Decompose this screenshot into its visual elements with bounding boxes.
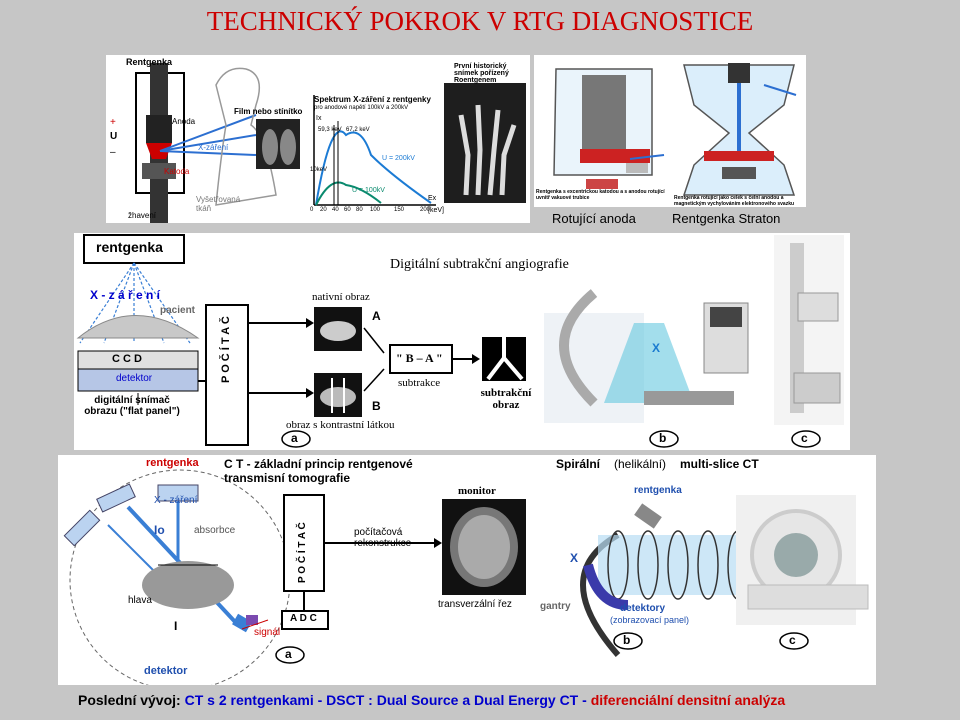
ct-panel: rentgenka C T - základní princip rentgen…	[58, 455, 876, 685]
badge-a: a	[285, 647, 292, 661]
x-label: X	[652, 341, 661, 355]
badge-b: b	[659, 431, 667, 445]
rotating-note: Rentgenka s excentrickou katodou a s ano…	[536, 189, 665, 201]
monitor-label: monitor	[458, 485, 496, 497]
u-label: U	[110, 131, 118, 142]
film-label: Film nebo stínítko	[234, 107, 303, 116]
kontrast-label: obraz s kontrastní látkou	[286, 419, 395, 431]
footer-note: Poslední vývoj: CT s 2 rentgenkami - DSC…	[78, 692, 785, 708]
snimac-label: digitální snímač obrazu ("flat panel")	[84, 395, 180, 417]
pocitac-label: P O Č Í T A Č	[220, 316, 232, 383]
dsa-diagram	[76, 234, 844, 448]
badge-b: b	[623, 633, 631, 647]
subtrakcni-label: subtrakční obraz	[480, 387, 532, 411]
spiral-title-b: (helikální)	[614, 457, 667, 471]
detektor-label: detektor	[116, 373, 153, 384]
spectrum-subtitle: pro anodové napětí 100kV a 200kV	[314, 105, 409, 111]
rekonstrukce-label: počítačová rekonstrukce	[354, 527, 412, 549]
ccd-label: C C D	[112, 353, 142, 365]
zhaveni-label: žhavení	[128, 211, 157, 220]
detektor-label: detektor	[144, 665, 188, 677]
ct-diagram	[63, 469, 869, 685]
transverzalni-label: transverzální řez	[438, 599, 512, 610]
pacient-label: pacient	[160, 305, 196, 316]
a-image-label: A	[372, 309, 381, 323]
rentgenka2-label: rentgenka	[634, 485, 682, 496]
u200-label: U = 200kV	[382, 155, 415, 162]
page-title: TECHNICKÝ POKROK V RTG DIAGNOSTICE	[206, 6, 754, 36]
xzareni-label: X - záření	[154, 495, 198, 506]
spiral-title-c: multi-slice CT	[680, 457, 759, 471]
ex-label: Ex	[428, 195, 437, 202]
tube-designs-diagram	[553, 63, 797, 196]
plus-sign: +	[110, 117, 116, 128]
ba-label: " B – A "	[396, 351, 443, 365]
tick-label: 100	[370, 207, 381, 213]
signal-label: signál	[254, 627, 281, 638]
u100-label: U = 100kV	[352, 187, 385, 194]
rentgenka-label: rentgenka	[146, 457, 199, 469]
rotating-anode-panel: Rentgenka s excentrickou katodou a s ano…	[534, 55, 806, 207]
tick-label: 80	[356, 207, 363, 213]
dsa-title: Digitální subtrakční angiografie	[390, 257, 569, 272]
rentgenka-label: Rentgenka	[126, 57, 173, 67]
badge-c: c	[789, 633, 796, 647]
ct-title: C T - základní princip rentgenové transm…	[224, 457, 413, 485]
tick-label: 40	[332, 207, 339, 213]
zobrazovaci-label: (zobrazovací panel)	[610, 615, 690, 625]
io-label: Io	[154, 523, 165, 537]
k10-label: 10keV	[310, 167, 328, 173]
xzareni-label: X-záření	[198, 143, 229, 152]
anoda-label: Anoda	[172, 117, 196, 126]
badge-a: a	[291, 431, 298, 445]
kev-a-label: 59,3 keV	[318, 127, 342, 133]
pocitac-label: P O Č Í T A Č	[297, 522, 308, 583]
nativni-label: nativní obraz	[312, 291, 370, 303]
detektory-label: detektory	[620, 603, 666, 614]
rentgenka-label: rentgenka	[96, 239, 163, 255]
straton-note: Rentgenka rotující jako celek s čelní an…	[674, 195, 795, 207]
badge-c: c	[801, 431, 808, 445]
footer-blue: CT s 2 rentgenkami - DSCT : Dual Source …	[184, 692, 587, 708]
tick-label: 200	[420, 207, 431, 213]
xray-tube-diagram	[135, 63, 526, 223]
minus-sign: –	[110, 147, 116, 158]
xray-tube-panel: Rentgenka Anoda Katoda X-záření žhavení …	[106, 55, 530, 223]
dsa-panel: rentgenka X - z á ř e n í pacient C C D …	[74, 233, 850, 450]
kev-b-label: 67,2 keV	[346, 127, 370, 133]
adc-label: A D C	[290, 613, 317, 624]
tick-label: 150	[394, 207, 405, 213]
hlava-label: hlava	[128, 595, 152, 606]
katoda-label: Katoda	[164, 167, 190, 176]
spiral-title-a: Spirální	[556, 457, 601, 471]
i-label: I	[174, 619, 178, 633]
tick-label: 60	[344, 207, 351, 213]
tick-label: 0	[310, 207, 314, 213]
subtrakce-label: subtrakce	[398, 377, 441, 389]
tick-label: 20	[320, 207, 327, 213]
spectrum-title: Spektrum X-záření z rentgenky	[314, 95, 431, 104]
tissue-label: Vyšetřovaná tkáň	[196, 195, 241, 213]
straton-caption: Rentgenka Straton	[672, 211, 781, 226]
absorbce-label: absorbce	[194, 525, 236, 536]
historic-label: První historický snímek pořízený Roentge…	[454, 63, 509, 84]
gantry-label: gantry	[540, 601, 571, 612]
rotating-anode-caption: Rotující anoda	[552, 211, 636, 226]
footer-lead: Poslední vývoj:	[78, 692, 181, 708]
kev-unit-label: [keV]	[428, 207, 444, 214]
b-image-label: B	[372, 399, 381, 413]
x-label: X	[570, 551, 579, 565]
xzareni-label: X - z á ř e n í	[90, 288, 161, 302]
footer-red: diferenciální densitní analýza	[590, 692, 786, 708]
ix-label: Ix	[316, 115, 322, 122]
